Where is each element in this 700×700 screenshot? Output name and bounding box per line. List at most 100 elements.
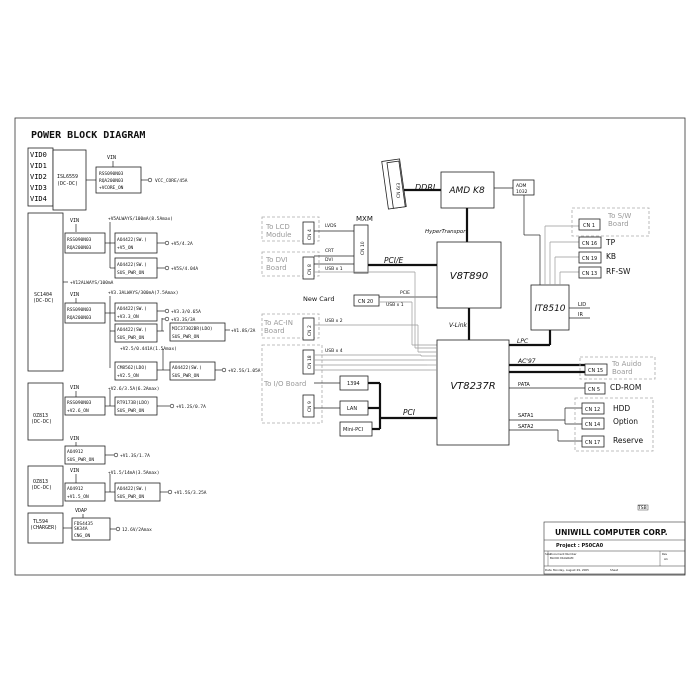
to-acin-dash [261, 313, 320, 339]
northbridge-label: V8T890 [450, 271, 488, 282]
to-dvi-line1: To DVI [265, 256, 288, 264]
v25-line-label: +V2.5/0.441A(1.5Amax) [120, 346, 177, 352]
cn15-connector [584, 363, 608, 376]
vcc-core-label: VCC_CORE/45A [155, 178, 188, 184]
dimm-connector: CN 6/3 [381, 158, 407, 210]
v5-out-label: +V5/4.2A [171, 241, 193, 247]
crt-label: CRT [325, 248, 334, 254]
rt9173-enable: SUS_PWR_ON [117, 408, 144, 414]
fets-3v-2: RQA200N03 [67, 315, 92, 321]
pcie-bus-label: PCI/E [384, 256, 403, 265]
v5s-out-label: +V5S/4.04A [171, 266, 198, 272]
lid-label: LID [578, 302, 586, 308]
fets-3v-1: RSS090N03 [67, 307, 92, 313]
ao4422-3v-name: AO4422(SW.) [117, 306, 147, 312]
date-label: Date [545, 568, 552, 572]
docnum-label: Document Number [550, 552, 577, 556]
ao4912-2-enable: +V1.5_ON [67, 494, 89, 500]
size-label: Size [545, 552, 551, 556]
v25s-out-label: +V2.5S/1.05A [228, 368, 261, 374]
pci-bus-label: PCI [403, 408, 416, 417]
minipci-label: Mini-PCI [343, 427, 363, 433]
rfsw-label: RF-SW [606, 267, 631, 276]
cn20-label: CN 20 [358, 299, 373, 305]
cn1-label: CN 1 [583, 223, 595, 229]
to-audio-line2: Board [612, 368, 633, 376]
to-audio-line1: To Auido [611, 360, 642, 368]
ao4422-3vs-switch [114, 323, 158, 343]
cn2-label: CN 2 [307, 325, 313, 336]
ao4422-3vs-enable: SUS_PWR_ON [117, 335, 144, 341]
pcie-sig-label: PCIE [400, 290, 410, 296]
cn4-connector [302, 221, 315, 245]
core-fet-2: RQA200N03 [99, 178, 124, 184]
mic37302-ldo [169, 322, 226, 342]
hypertransport-label: HyperTransport [425, 229, 469, 235]
option-label: Option [613, 417, 638, 426]
sc1404-mode: (DC-DC) [33, 298, 54, 304]
cng-on-label: CNG_ON [74, 533, 91, 539]
cm8562-enable: +V2.5_ON [117, 373, 139, 379]
sheet-label: Sheet [610, 568, 619, 572]
to-lcd-dash [261, 216, 320, 242]
title-block: TSB UNIWILL COMPUTER CORP. Project : P50… [543, 504, 686, 575]
sata1-label: SATA1 [518, 413, 534, 419]
cn18-label: CN 18 [307, 355, 313, 369]
to-io-label: To I/O Board [263, 380, 306, 388]
vid1-label: VID1 [30, 162, 47, 170]
pata-label: PATA [518, 382, 530, 388]
v13s-out-label: +V1.3S/1.7A [120, 453, 150, 459]
cn2-connector [302, 317, 315, 341]
mxm-label: MXM [356, 215, 373, 223]
cn9-connector [302, 394, 315, 418]
to-audio-board-dash [579, 356, 656, 380]
sc1404-block [27, 212, 64, 372]
vid-pins: VID0 VID1 VID2 VID3 VID4 [27, 147, 54, 207]
ao4912-1-name: AO4912 [67, 449, 84, 455]
isl6559-name: ISL6559 [57, 174, 78, 180]
fets-26v-1: RSS090N03 [67, 400, 92, 406]
cn12-label: CN 12 [585, 407, 600, 413]
cn16-connector [578, 236, 602, 249]
cdrom-label: CD-ROM [610, 383, 641, 392]
v5always-label: +V5ALWAYS/100mA(8.5Amax) [108, 216, 173, 222]
tl594-name: TL594 [33, 519, 48, 525]
v3always-label: +V3.3ALWAYS/300mA(7.5Amax) [108, 290, 178, 296]
charge-out-label: 12.6V/2Amax [122, 527, 152, 533]
vin-label-3: VIN [70, 292, 79, 298]
fets-26v-2: +V2.6_ON [67, 408, 89, 414]
cn16-label: CN 16 [582, 241, 597, 247]
cn13-label: CN 13 [582, 271, 597, 277]
ao4422-25s-enable: SUS_PWR_ON [172, 373, 199, 379]
isl6559-mode: (DC-DC) [57, 181, 78, 187]
cn5-connector [584, 382, 606, 395]
cn13-connector [578, 266, 602, 279]
vin-label-4: VIN [70, 385, 79, 391]
cpu-block [440, 171, 495, 209]
vdap-label: VDAP [75, 508, 87, 514]
ao4422-15s-name: AO4422(SW.) [117, 486, 147, 492]
cn12-connector [581, 402, 605, 415]
fds4435-label: FDS4435 [74, 521, 93, 527]
cn4-label: CN 4 [307, 229, 313, 240]
to-lcd-line1: To LCD [265, 223, 290, 231]
lvds-label: LVDS [325, 223, 337, 229]
adm-label-1: ADM [516, 183, 527, 189]
ao4422-3v-switch [114, 302, 158, 322]
diagram-title: POWER BLOCK DIAGRAM [31, 130, 145, 141]
v26-line-label: +V2.6/3.5A(6.2Amax) [108, 386, 159, 392]
cn14-label: CN 14 [585, 422, 600, 428]
hdd-label: HDD [613, 404, 630, 413]
oz813-block-2 [27, 465, 64, 507]
lan-label: LAN [347, 406, 357, 412]
cn8-label: CN 8 [307, 264, 313, 275]
lpc-label: LPC [517, 338, 529, 345]
fets-5v-2: RQA200N03 [67, 245, 92, 251]
ao4422-5vs-name: AO4422(SW.) [117, 262, 147, 268]
dimm-label: CN 6/3 [396, 183, 402, 198]
cn8-connector [302, 256, 315, 280]
ao4422-3v-enable: +V3.3_ON [117, 314, 139, 320]
vid0-label: VID0 [30, 151, 47, 159]
reserve-label: Reserve [613, 436, 644, 445]
